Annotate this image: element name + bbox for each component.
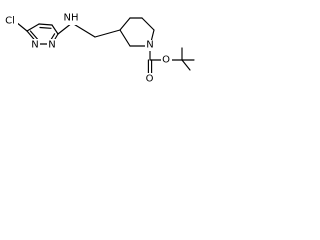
pyridazine-nitrogen-1-label: N bbox=[31, 40, 38, 51]
bond-ch2-c3pip bbox=[94, 29, 121, 38]
atom-labels: Cl N N NH N O O bbox=[3, 12, 172, 85]
carbonyl-oxygen-label: O bbox=[146, 74, 154, 85]
bond-c2-c3 bbox=[119, 29, 131, 47]
piperidine-ring bbox=[119, 17, 155, 47]
amine-nh-label: NH bbox=[64, 13, 79, 24]
bond-nh-ch2 bbox=[71, 22, 96, 38]
bond-c5-c4-double bbox=[39, 26, 52, 29]
bond-c5-c4 bbox=[38, 23, 53, 26]
pyridazine-nitrogen-2-label: N bbox=[48, 40, 55, 51]
bond-c5-c6 bbox=[141, 17, 155, 31]
piperidine-nitrogen-label: N bbox=[146, 40, 153, 51]
bond-c4-c3 bbox=[51, 24, 59, 35]
bond-c6-c5 bbox=[26, 23, 40, 32]
chemical-structure-diagram: Cl N N NH N O O bbox=[3, 12, 195, 85]
ester-oxygen-label: O bbox=[162, 55, 170, 66]
bond-ctert-me3 bbox=[181, 59, 191, 71]
bond-c3-c4 bbox=[119, 17, 131, 31]
chlorine-label: Cl bbox=[5, 16, 15, 27]
